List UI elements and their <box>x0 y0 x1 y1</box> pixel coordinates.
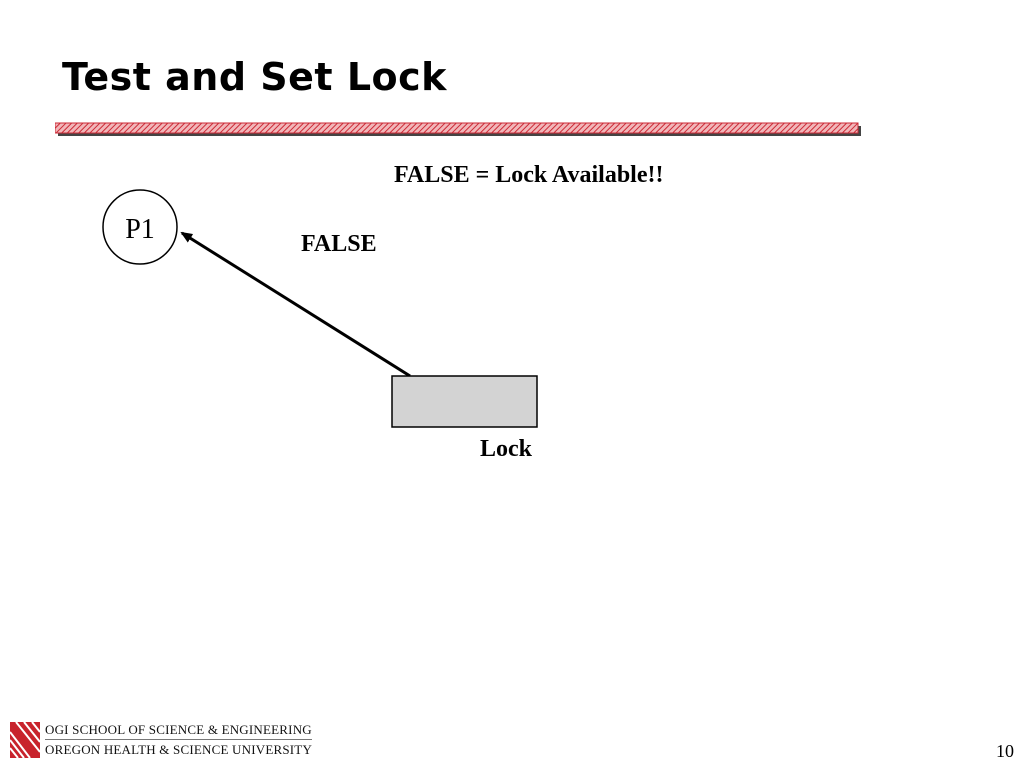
value-label: FALSE <box>301 231 377 257</box>
legend-text: FALSE = Lock Available!! <box>394 162 664 188</box>
lock-label: Lock <box>480 436 533 462</box>
ogi-logo-icon <box>10 721 40 758</box>
read-arrow <box>180 231 411 378</box>
footer-institution: OGI SCHOOL OF SCIENCE & ENGINEERING OREG… <box>45 720 313 759</box>
process-node-p1 <box>102 189 178 265</box>
lock-box <box>391 375 538 428</box>
footer-line-university: OREGON HEALTH & SCIENCE UNIVERSITY <box>45 739 313 759</box>
slide-title: Test and Set Lock <box>62 55 447 99</box>
process-label: P1 <box>125 214 155 245</box>
title-divider <box>55 122 861 136</box>
footer-line-school: OGI SCHOOL OF SCIENCE & ENGINEERING <box>45 722 312 737</box>
footer-logo: OGI SCHOOL OF SCIENCE & ENGINEERING OREG… <box>10 720 313 759</box>
page-number: 10 <box>996 741 1014 761</box>
